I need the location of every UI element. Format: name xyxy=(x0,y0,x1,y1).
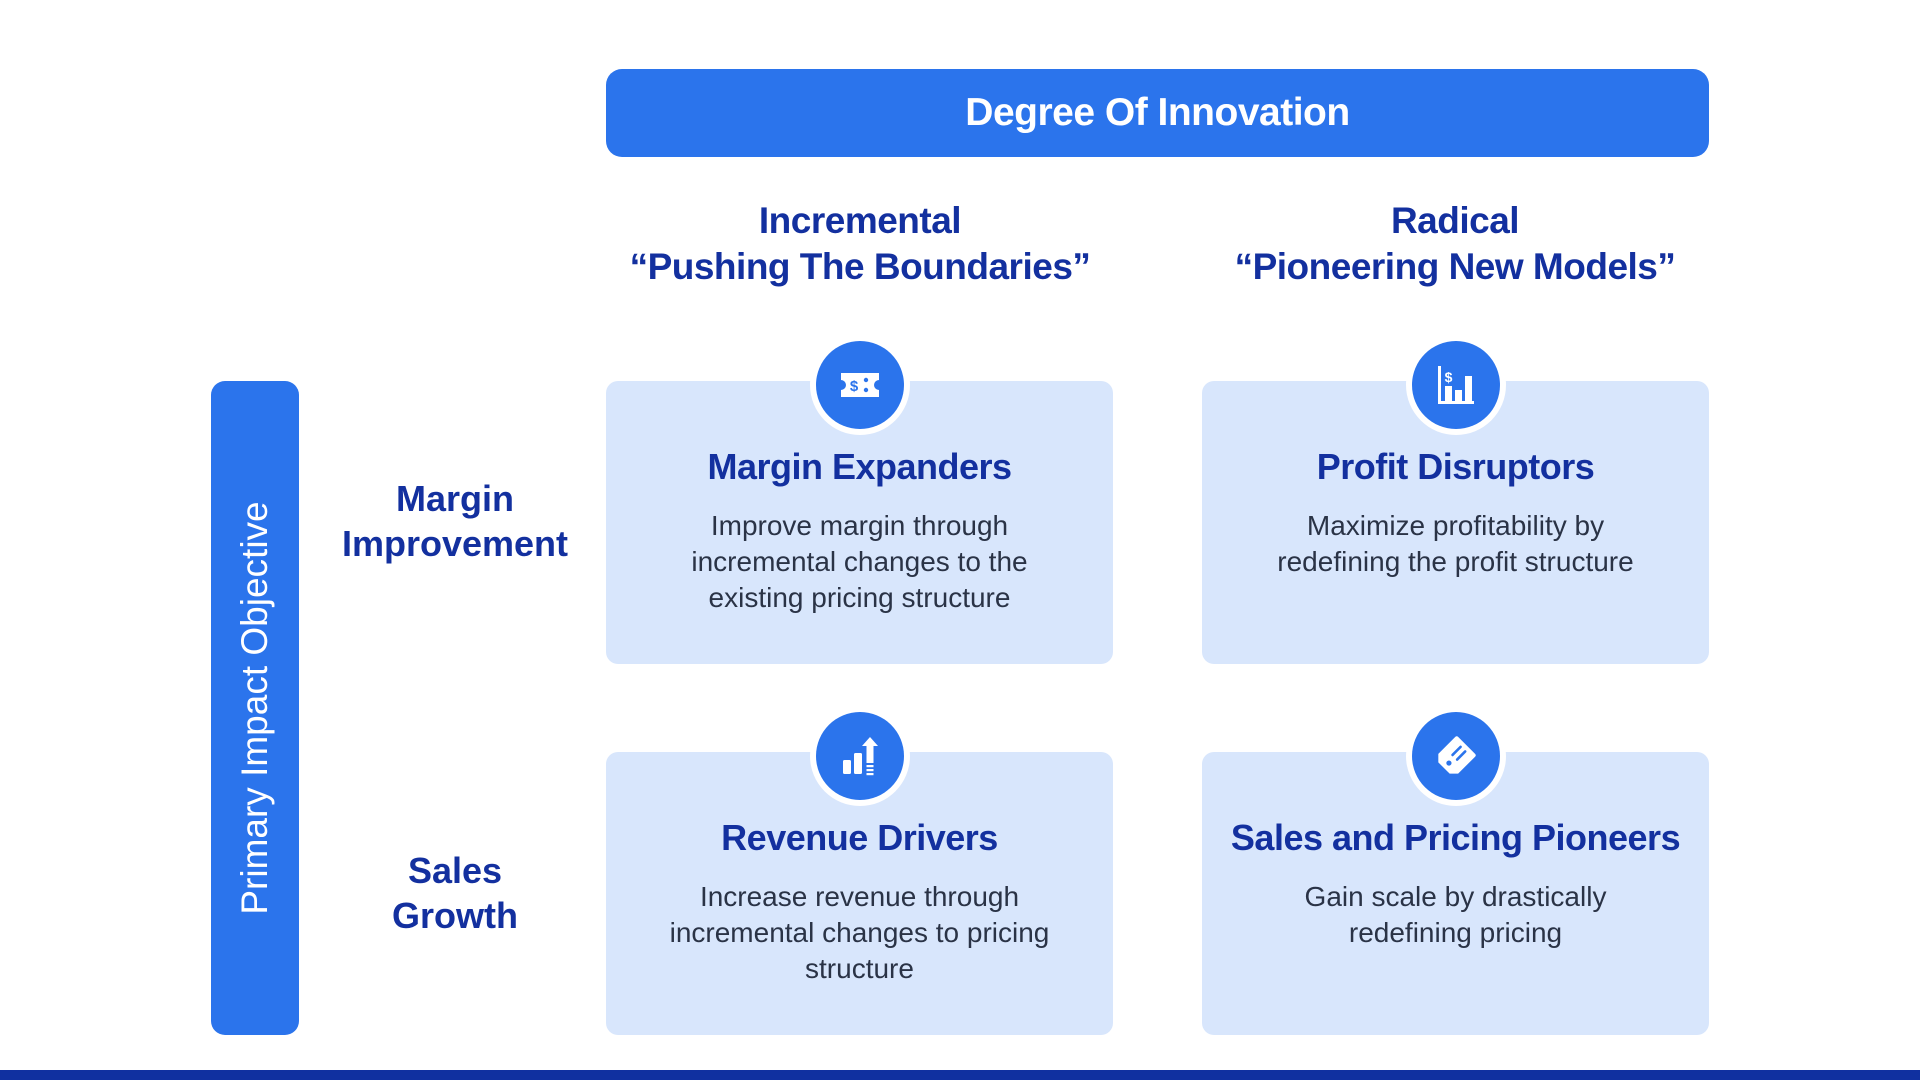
row-header-line: Sales xyxy=(407,850,503,891)
card-title: Margin Expanders xyxy=(707,446,1012,487)
card-description: Maximize profitability by redefining the… xyxy=(1277,510,1634,577)
column-header-radical: Radical “Pioneering New Models” xyxy=(1175,198,1735,290)
ticket-dollar-icon: $ xyxy=(840,373,879,397)
card-margin-expanders: $ Margin Expanders Improve margin throug… xyxy=(606,335,1113,664)
card-description: Gain scale by drastically redefining pri… xyxy=(1304,881,1607,948)
icon-badge xyxy=(809,706,910,806)
row-header-sales-growth: Sales Growth xyxy=(330,848,580,938)
card-title: Sales and Pricing Pioneers xyxy=(1230,817,1681,858)
degree-of-innovation-header: Degree Of Innovation xyxy=(606,69,1709,157)
primary-impact-objective-axis: Primary Impact Objective xyxy=(211,381,299,1035)
row-header-margin-improvement: Margin Improvement xyxy=(330,476,580,566)
icon-badge: $ xyxy=(1405,335,1506,435)
column-header-subtitle: “Pioneering New Models” xyxy=(1234,246,1676,287)
card-revenue-drivers: Revenue Drivers Increase revenue through… xyxy=(606,706,1113,1035)
row-header-line: Margin xyxy=(395,478,514,519)
card-title: Profit Disruptors xyxy=(1316,446,1595,487)
footer-band xyxy=(0,1070,1920,1080)
dollar-bar-chart-icon: $ xyxy=(1437,366,1474,404)
growth-arrow-chart-icon xyxy=(842,737,878,776)
column-header-title: Radical xyxy=(1390,200,1520,241)
row-header-line: Improvement xyxy=(341,523,569,564)
card-profit-disruptors: $ Profit Disruptors Maximize profitabili… xyxy=(1202,335,1709,664)
icon-badge xyxy=(1405,706,1506,806)
card-description: Improve margin through incremental chang… xyxy=(691,510,1028,613)
card-description: Increase revenue through incremental cha… xyxy=(669,881,1050,984)
header-title: Degree Of Innovation xyxy=(965,91,1350,134)
price-tag-icon xyxy=(1437,736,1476,774)
column-header-subtitle: “Pushing The Boundaries” xyxy=(629,246,1091,287)
svg-text:$: $ xyxy=(1444,369,1452,385)
icon-badge: $ xyxy=(809,335,910,435)
column-header-title: Incremental xyxy=(758,200,962,241)
axis-label: Primary Impact Objective xyxy=(234,501,275,915)
column-header-incremental: Incremental “Pushing The Boundaries” xyxy=(580,198,1140,290)
card-title: Revenue Drivers xyxy=(721,817,998,858)
row-header-line: Growth xyxy=(392,895,518,936)
card-sales-and-pricing-pioneers: Sales and Pricing Pioneers Gain scale by… xyxy=(1202,706,1709,1035)
svg-text:$: $ xyxy=(849,378,858,395)
